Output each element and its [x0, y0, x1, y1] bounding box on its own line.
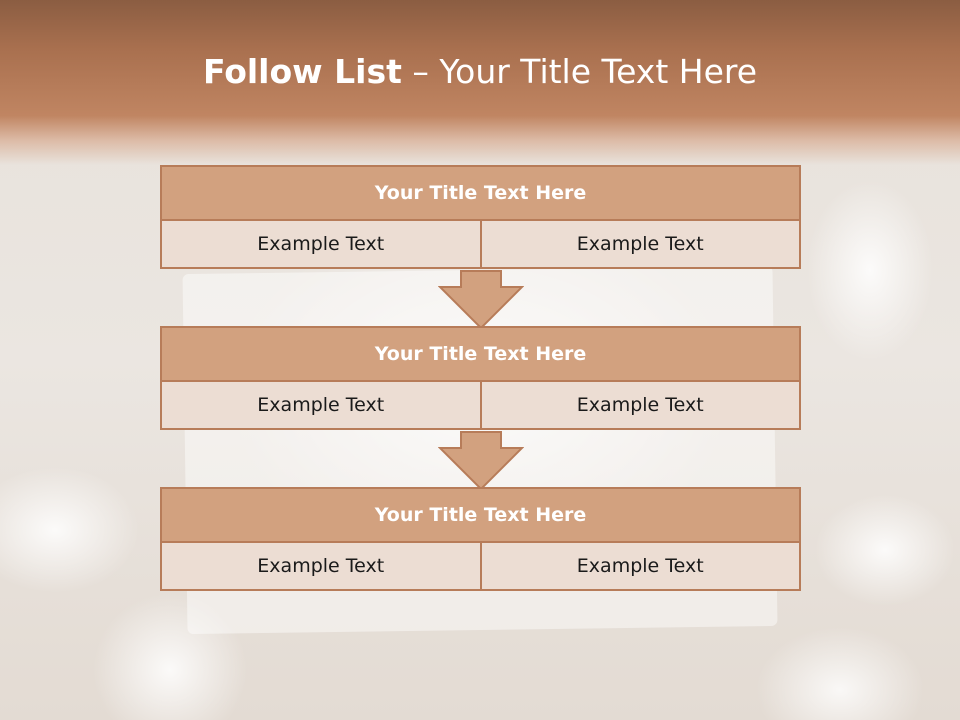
block-cell-right: Example Text — [479, 541, 801, 591]
block-row: Example Text Example Text — [160, 219, 801, 269]
block-cell-left: Example Text — [160, 541, 482, 591]
block-title: Your Title Text Here — [160, 165, 801, 221]
block-row: Example Text Example Text — [160, 541, 801, 591]
down-arrow-icon — [438, 431, 524, 491]
block-title: Your Title Text Here — [160, 487, 801, 543]
slide-title-rest: – Your Title Text Here — [401, 52, 758, 91]
block-cell-left: Example Text — [160, 219, 482, 269]
block-cell-left: Example Text — [160, 380, 482, 430]
header-band — [0, 0, 960, 165]
block-row: Example Text Example Text — [160, 380, 801, 430]
slide-title: Follow List – Your Title Text Here — [0, 52, 960, 91]
list-block-3: Your Title Text Here Example Text Exampl… — [160, 487, 801, 591]
block-title: Your Title Text Here — [160, 326, 801, 382]
block-cell-right: Example Text — [479, 380, 801, 430]
list-block-2: Your Title Text Here Example Text Exampl… — [160, 326, 801, 430]
list-block-1: Your Title Text Here Example Text Exampl… — [160, 165, 801, 269]
block-cell-right: Example Text — [479, 219, 801, 269]
slide-title-bold: Follow List — [202, 52, 402, 91]
down-arrow-icon — [438, 270, 524, 330]
